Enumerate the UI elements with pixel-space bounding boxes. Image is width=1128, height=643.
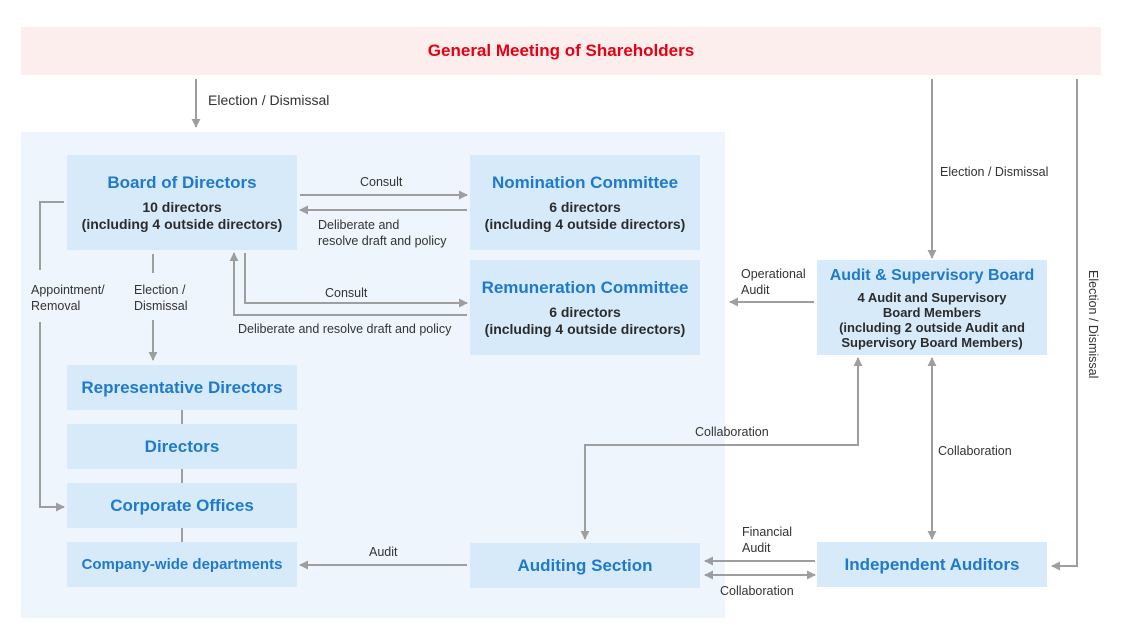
corporate-offices-box: Corporate Offices [67, 483, 297, 528]
remuneration-count: 6 directors [549, 304, 621, 320]
label-consult-1: Consult [360, 175, 403, 189]
board-outside: (including 4 outside directors) [81, 216, 283, 232]
independent-auditors-box: Independent Auditors [817, 542, 1047, 587]
arrow-appointment [39, 201, 64, 270]
rep-directors-title: Representative Directors [81, 377, 283, 397]
nomination-outside: (including 4 outside directors) [484, 216, 686, 232]
label-collab-right: Collaboration [938, 444, 1012, 458]
label-board-election-b: Dismissal [134, 299, 188, 313]
label-financial-a: Financial [742, 525, 793, 539]
representative-directors-box: Representative Directors [67, 365, 297, 410]
auditing-section-title: Auditing Section [517, 555, 653, 575]
label-consult-2: Consult [325, 286, 368, 300]
board-count: 10 directors [142, 199, 222, 215]
directors-box: Directors [67, 424, 297, 469]
arrow-collab-top [580, 357, 863, 540]
label-election-left: Election / Dismissal [208, 92, 330, 108]
board-title: Board of Directors [107, 173, 257, 192]
audit-board-line4: Supervisory Board Members) [841, 335, 1023, 350]
remuneration-title: Remuneration Committee [481, 278, 689, 297]
nomination-title: Nomination Committee [491, 173, 679, 192]
audit-board-line3: (including 2 outside Audit and [839, 320, 1025, 335]
label-appointment-b: Removal [31, 299, 81, 313]
corporate-offices-title: Corporate Offices [110, 495, 254, 515]
label-operational-a: Operational [741, 267, 806, 281]
label-audit: Audit [369, 545, 398, 559]
label-appointment-a: Appointment/ [31, 283, 105, 297]
label-collab-bottom: Collaboration [720, 584, 794, 598]
board-of-directors-box: Board of Directors 10 directors (includi… [67, 155, 297, 250]
departments-title: Company-wide departments [81, 555, 283, 573]
label-election-right: Election / Dismissal [1086, 270, 1100, 379]
label-operational-b: Audit [741, 283, 770, 297]
audit-board-line1: 4 Audit and Supervisory [857, 290, 1007, 305]
label-collab-top: Collaboration [695, 425, 769, 439]
label-deliberate-1b: resolve draft and policy [318, 234, 447, 248]
shareholders-title: General Meeting of Shareholders [427, 41, 695, 60]
audit-board-title: Audit & Supervisory Board [829, 267, 1035, 284]
arrow-removal [39, 322, 65, 512]
audit-board-line2: Board Members [882, 305, 982, 320]
nomination-committee-box: Nomination Committee 6 directors (includ… [470, 155, 700, 250]
nomination-count: 6 directors [549, 199, 621, 215]
shareholders-banner: General Meeting of Shareholders [21, 27, 1101, 75]
remuneration-committee-box: Remuneration Committee 6 directors (incl… [470, 260, 700, 355]
arrow-deliberate-remuneration [229, 252, 467, 316]
arrow-election-auditors [1051, 79, 1078, 571]
audit-supervisory-board-box: Audit & Supervisory Board 4 Audit and Su… [817, 260, 1047, 355]
label-board-election-a: Election / [134, 283, 186, 297]
label-deliberate-2: Deliberate and resolve draft and policy [238, 322, 452, 336]
independent-auditors-title: Independent Auditors [844, 554, 1020, 574]
directors-title: Directors [144, 436, 220, 456]
remuneration-outside: (including 4 outside directors) [484, 321, 686, 337]
label-financial-b: Audit [742, 541, 771, 555]
company-wide-departments-box: Company-wide departments [67, 542, 297, 587]
label-election-mid: Election / Dismissal [940, 165, 1049, 179]
label-deliberate-1a: Deliberate and [318, 218, 400, 232]
arrow-consult-remuneration [244, 253, 468, 308]
auditing-section-box: Auditing Section [470, 543, 700, 588]
